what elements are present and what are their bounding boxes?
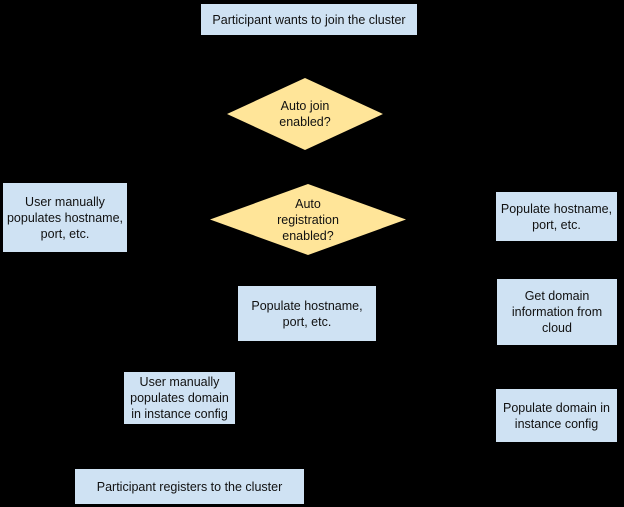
node-user-manually-populates-domain: User manually populates domain in instan…	[123, 371, 236, 425]
node-label: User manually populates domain in instan…	[130, 375, 229, 421]
node-populate-hostname-right: Populate hostname, port, etc.	[495, 191, 618, 242]
decision-auto-registration-diamond: Auto registration enabled?	[210, 184, 406, 255]
node-participant-registers-to-cluster: Participant registers to the cluster	[74, 468, 305, 505]
decision-label: Auto registration enabled?	[277, 196, 339, 243]
node-populate-hostname-middle: Populate hostname, port, etc.	[237, 285, 377, 342]
node-label: Populate hostname, port, etc.	[500, 201, 613, 232]
node-get-domain-information-from-cloud: Get domain information from cloud	[496, 278, 618, 346]
node-label: Populate domain in instance config	[502, 400, 611, 431]
decision-auto-join-diamond: Auto join enabled?	[227, 78, 383, 150]
node-label: Populate hostname, port, etc.	[251, 298, 363, 329]
node-label: User manually populates hostname, port, …	[6, 194, 124, 241]
decision-label: Auto join enabled?	[279, 99, 331, 129]
node-user-manually-populates-hostname: User manually populates hostname, port, …	[2, 182, 128, 253]
node-label: Participant registers to the cluster	[96, 479, 283, 494]
node-label: Participant wants to join the cluster	[212, 12, 406, 27]
node-label: Get domain information from cloud	[511, 289, 603, 335]
node-participant-wants-to-join: Participant wants to join the cluster	[200, 3, 418, 36]
node-populate-domain-in-instance-config: Populate domain in instance config	[495, 388, 618, 443]
